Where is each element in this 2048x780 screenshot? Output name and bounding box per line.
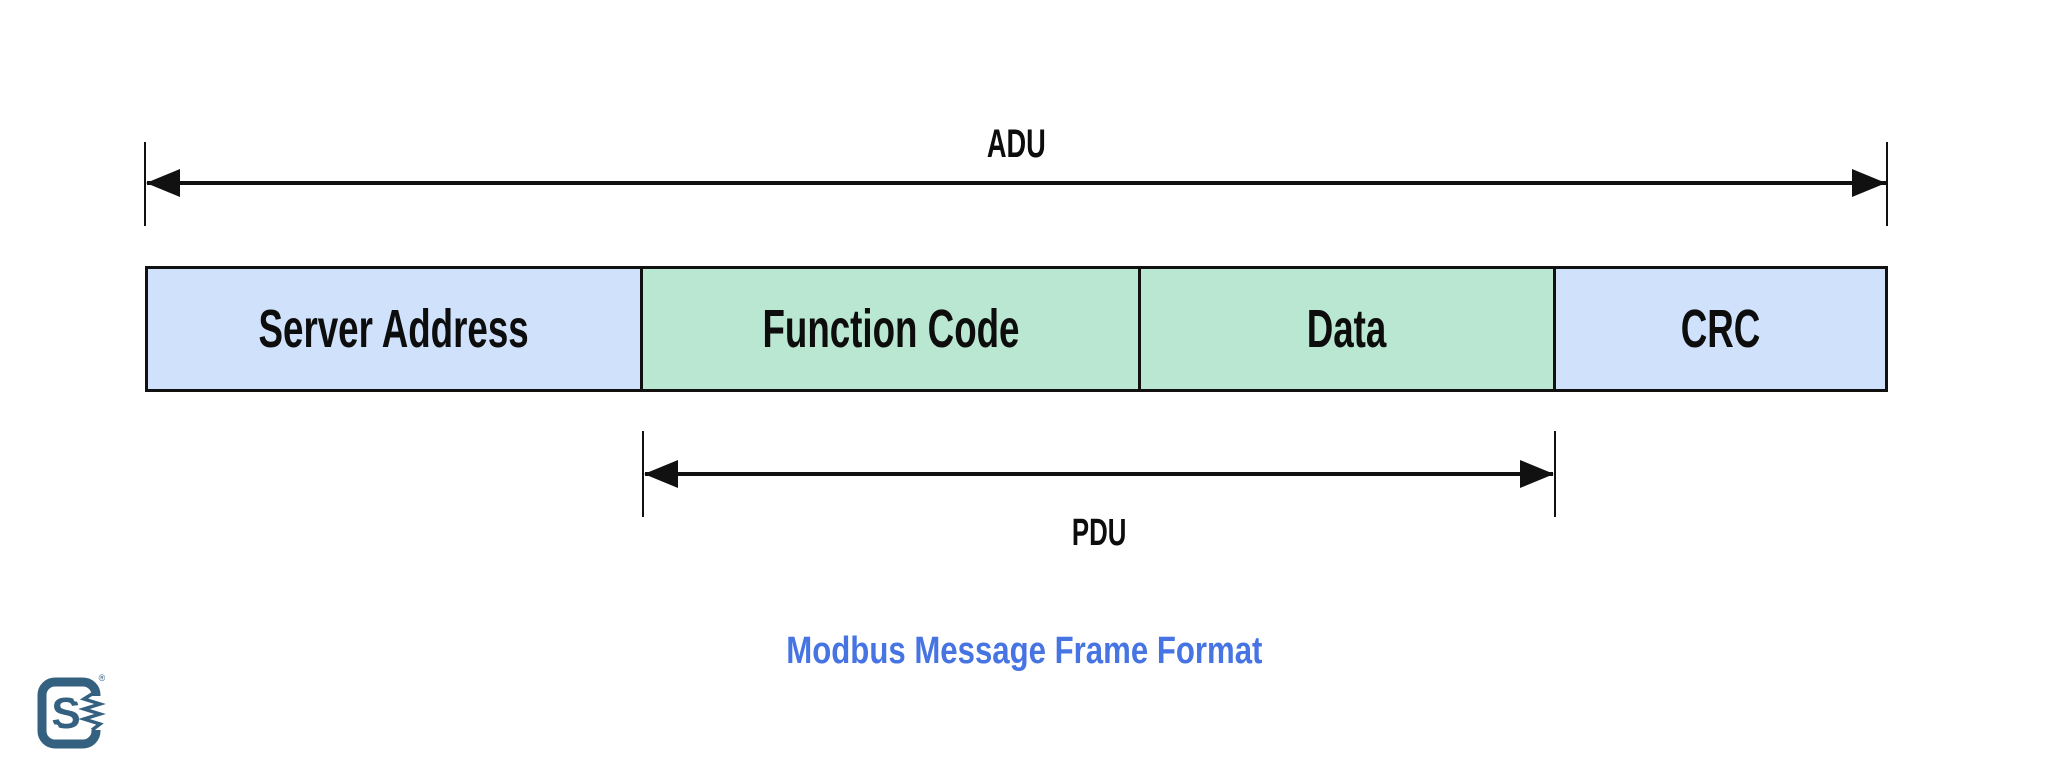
logo-resistor-zigzag-icon bbox=[78, 692, 106, 732]
adu-right-tick bbox=[1886, 142, 1888, 226]
adu-left-tick bbox=[144, 142, 146, 226]
adu-arrowhead-left-icon bbox=[146, 169, 180, 197]
logo-registered-mark: ® bbox=[99, 673, 106, 683]
pdu-arrowhead-left-icon bbox=[644, 460, 678, 488]
logo-pad-dot-bottom bbox=[53, 724, 59, 730]
frame-box-row: Server Address Function Code Data CRC bbox=[145, 266, 1888, 392]
frame-box-function-code: Function Code bbox=[643, 266, 1141, 392]
adu-arrow-line bbox=[147, 181, 1887, 185]
adu-span-label: ADU bbox=[145, 122, 1888, 167]
pdu-span-label: PDU bbox=[643, 512, 1556, 555]
logo-letter: S bbox=[51, 689, 80, 738]
pdu-left-tick bbox=[642, 431, 644, 517]
diagram-caption: Modbus Message Frame Format bbox=[0, 630, 2048, 673]
pdu-right-tick bbox=[1554, 431, 1556, 517]
frame-box-label: Data bbox=[1307, 299, 1387, 359]
adu-label-text: ADU bbox=[987, 122, 1046, 166]
pdu-arrow-line bbox=[645, 472, 1553, 476]
brand-logo-icon: S ® bbox=[37, 673, 108, 749]
pdu-arrowhead-right-icon bbox=[1520, 460, 1554, 488]
frame-box-server-address: Server Address bbox=[145, 266, 643, 392]
caption-text: Modbus Message Frame Format bbox=[785, 630, 1263, 672]
logo-pad-dot-top bbox=[73, 696, 79, 702]
frame-box-data: Data bbox=[1141, 266, 1556, 392]
adu-arrowhead-right-icon bbox=[1852, 169, 1886, 197]
frame-box-label: Function Code bbox=[761, 299, 1019, 359]
frame-box-crc: CRC bbox=[1556, 266, 1888, 392]
frame-box-label: CRC bbox=[1680, 299, 1761, 359]
frame-box-label: Server Address bbox=[258, 299, 530, 359]
pdu-label-text: PDU bbox=[1072, 512, 1127, 554]
